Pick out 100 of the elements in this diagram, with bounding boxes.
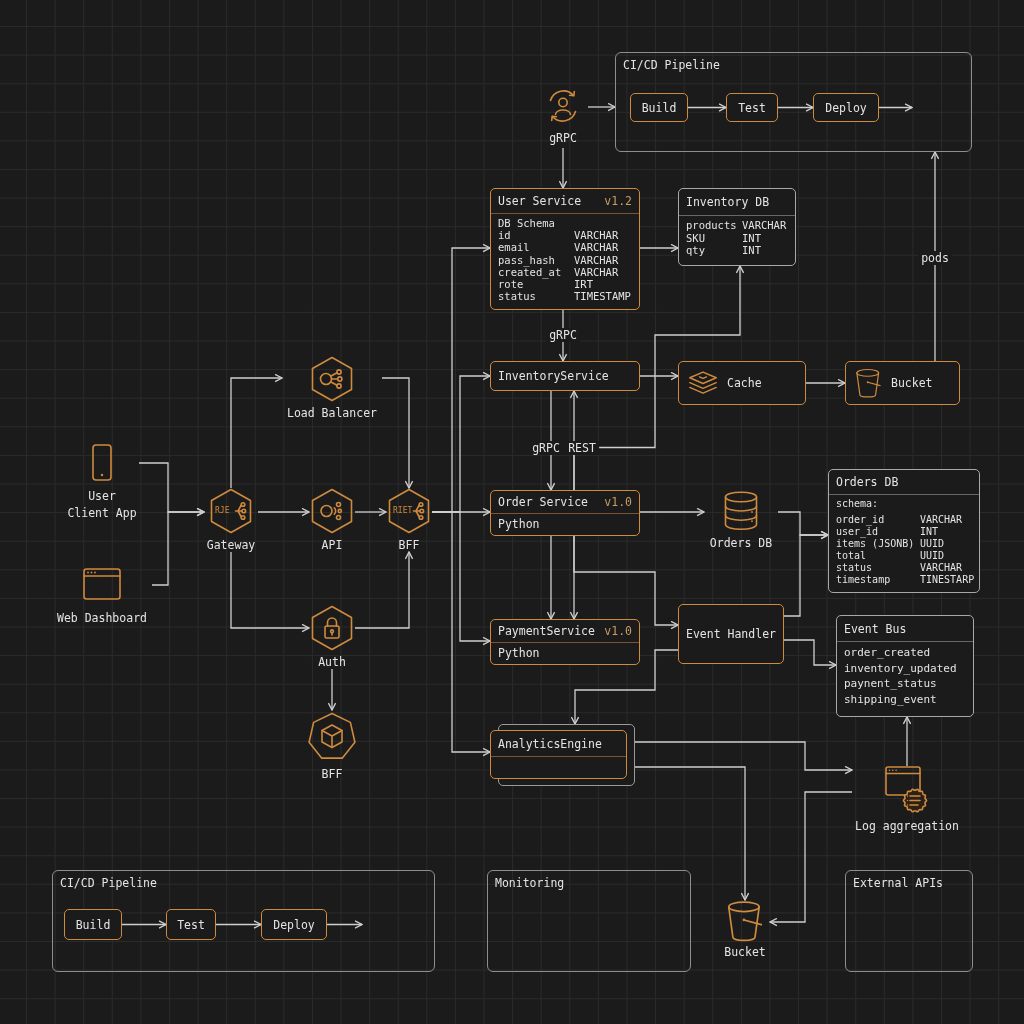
card-title: Event Bus bbox=[844, 621, 907, 636]
field-name: id bbox=[498, 229, 512, 242]
card-title: InventoryService bbox=[498, 368, 609, 383]
field-name: rote bbox=[498, 278, 524, 291]
field-name: created_at bbox=[498, 265, 563, 278]
node-label: Auth bbox=[318, 654, 346, 670]
step-label: Build bbox=[641, 100, 677, 115]
service-card bbox=[490, 188, 640, 310]
process-step bbox=[166, 909, 216, 940]
group-title: Monitoring bbox=[495, 876, 565, 890]
field-type: UUID bbox=[920, 550, 946, 562]
arrow bbox=[634, 766, 750, 901]
step-label: Test bbox=[738, 100, 766, 115]
card-title: Order Service bbox=[498, 495, 588, 509]
event-name: inventory_updated bbox=[844, 660, 958, 676]
field-name: email bbox=[498, 241, 531, 254]
arrow bbox=[215, 920, 262, 929]
process-step bbox=[630, 93, 688, 122]
service-card bbox=[490, 490, 640, 536]
step-label: Test bbox=[177, 917, 205, 932]
arrow bbox=[257, 507, 310, 517]
process-step bbox=[813, 93, 879, 122]
arrow bbox=[777, 103, 814, 112]
field-name: SKU bbox=[686, 231, 706, 244]
field-name: total bbox=[836, 550, 868, 562]
arrow bbox=[546, 390, 556, 491]
language-label: Python bbox=[498, 516, 541, 533]
arrow bbox=[930, 151, 940, 362]
field-name: status bbox=[498, 290, 537, 303]
field-type: TIMESTAMP bbox=[574, 290, 632, 303]
field-type: VARCHAR bbox=[574, 265, 620, 278]
arrow bbox=[326, 920, 363, 929]
node-label: gRPC bbox=[549, 130, 577, 146]
arrow bbox=[570, 649, 679, 725]
field-name: timestamp bbox=[836, 574, 892, 586]
arrow bbox=[902, 716, 912, 767]
version-label: v1.2 bbox=[604, 194, 632, 208]
section-label: schema: bbox=[836, 498, 880, 510]
field-type: VARCHAR bbox=[574, 253, 620, 266]
field-name: status bbox=[836, 562, 874, 574]
section-label: DB Schema bbox=[498, 217, 556, 230]
group-panel bbox=[487, 870, 691, 972]
edge-label: pods bbox=[918, 251, 952, 265]
field-type: INT bbox=[742, 231, 762, 244]
group-panel bbox=[845, 870, 973, 972]
table-card bbox=[828, 469, 980, 593]
card-title: Bucket bbox=[891, 376, 933, 390]
group-title: CI/CD Pipeline bbox=[623, 58, 720, 72]
node-label: User Client App bbox=[66, 488, 138, 522]
icon-text: RJE bbox=[215, 506, 230, 516]
event-name: paynent_status bbox=[844, 676, 938, 692]
field-type: UUID bbox=[920, 538, 946, 550]
field-type: VARCHAR bbox=[920, 562, 964, 574]
arrow bbox=[639, 371, 679, 381]
group-panel bbox=[52, 870, 435, 972]
icon-text: RIET bbox=[393, 506, 413, 516]
node-label: API bbox=[321, 537, 343, 553]
service-card bbox=[490, 361, 640, 391]
node-label: Gateway bbox=[206, 537, 256, 553]
arrow bbox=[783, 530, 829, 617]
field-type: VARCHAR bbox=[574, 241, 620, 254]
field-type: TINESTARP bbox=[920, 574, 975, 586]
version-label: v1.0 bbox=[604, 495, 632, 509]
card-title: Orders DB bbox=[836, 475, 899, 489]
arrow bbox=[558, 147, 568, 189]
arrow bbox=[381, 377, 414, 489]
field-type: VARCHAR bbox=[920, 514, 964, 526]
language-label: Python bbox=[498, 645, 541, 662]
card-title: Inventory DB bbox=[686, 195, 770, 209]
arrow bbox=[634, 741, 853, 775]
arrow bbox=[639, 507, 705, 517]
field-type: VARCHAR bbox=[742, 219, 788, 232]
arrow bbox=[587, 102, 616, 112]
field-name: products bbox=[686, 219, 738, 232]
process-step bbox=[726, 93, 778, 122]
table-card bbox=[678, 188, 796, 266]
node-label: BFF bbox=[321, 766, 343, 782]
node-label: Web Dashboard bbox=[57, 610, 147, 626]
arrow bbox=[431, 511, 491, 757]
service-card bbox=[490, 619, 640, 665]
field-name: user_id bbox=[836, 526, 880, 538]
arrow bbox=[151, 507, 205, 586]
card-title: AnalyticsEngine bbox=[498, 736, 602, 751]
arrow bbox=[687, 103, 727, 112]
field-name: order_id bbox=[836, 514, 886, 526]
edge-label: gRPC bbox=[529, 440, 563, 455]
arrow bbox=[783, 639, 837, 670]
event-name: shipping_event bbox=[844, 691, 938, 707]
service-card bbox=[678, 361, 806, 405]
arrow bbox=[354, 551, 414, 629]
step-label: Build bbox=[75, 917, 111, 932]
step-label: Deploy bbox=[825, 100, 867, 115]
event-name: order_created bbox=[844, 645, 932, 661]
arrow bbox=[639, 243, 679, 253]
field-name: pass_hash bbox=[498, 253, 555, 266]
group-title: External APIs bbox=[853, 876, 943, 890]
arrow bbox=[805, 378, 846, 388]
field-name: items (JSONB) bbox=[836, 538, 916, 550]
arrow bbox=[230, 373, 283, 489]
card-title: User Service bbox=[498, 194, 582, 208]
